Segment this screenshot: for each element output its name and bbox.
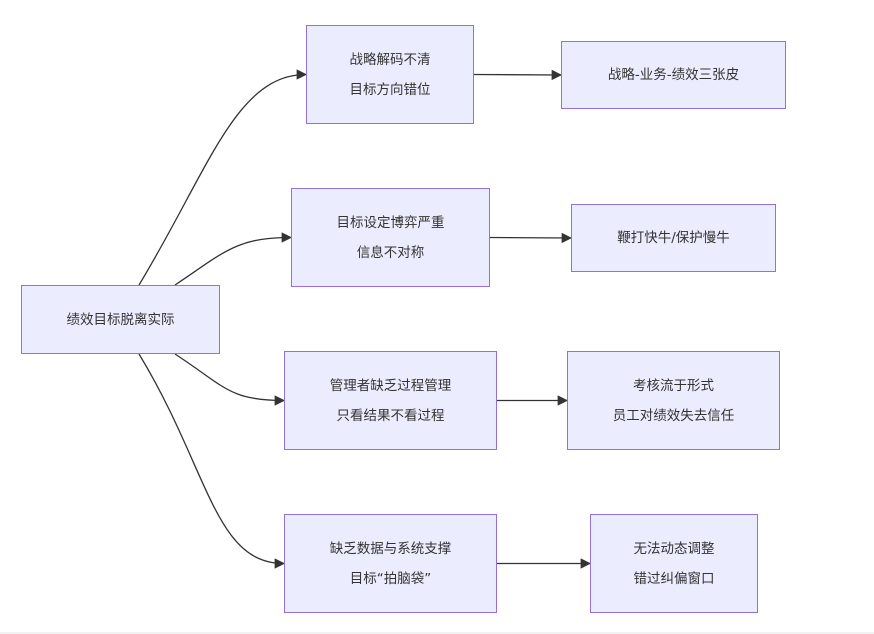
node-label-line: 战略-业务-绩效三张皮 — [607, 67, 740, 83]
node-label-line: 目标设定博弈严重 — [336, 214, 445, 231]
effect-node-e4: 无法动态调整错过纠偏窗口 — [590, 514, 758, 613]
effect-node-e2: 鞭打快牛/保护慢牛 — [571, 204, 776, 272]
node-label-line: 员工对绩效失去信任 — [612, 407, 735, 424]
node-label-line: 目标“拍脑袋” — [349, 570, 432, 587]
edges-layer — [138, 69, 592, 569]
node-label-line: 错过纠偏窗口 — [633, 570, 715, 587]
effect-node-e3: 考核流于形式员工对绩效失去信任 — [567, 351, 780, 450]
cause-node-c3: 管理者缺乏过程管理只看结果不看过程 — [284, 351, 497, 450]
edge-root-to-c4 — [138, 353, 286, 569]
node-label-line: 绩效目标脱离实际 — [66, 311, 175, 328]
node-label-line: 管理者缺乏过程管理 — [329, 377, 452, 394]
effect-node-e1: 战略-业务-绩效三张皮 — [561, 41, 786, 109]
cause-node-c2: 目标设定博弈严重信息不对称 — [291, 188, 490, 287]
node-label-line: 鞭打快牛/保护慢牛 — [617, 230, 730, 246]
node-label-line: 考核流于形式 — [633, 377, 714, 394]
edge-c1-to-e1 — [473, 69, 563, 81]
edge-root-to-c2 — [174, 232, 293, 286]
edge-root-to-c3 — [174, 353, 286, 406]
node-label-line: 目标方向错位 — [349, 81, 431, 98]
node-label-line: 战略解码不清 — [349, 51, 431, 68]
cause-node-c1: 战略解码不清目标方向错位 — [306, 25, 474, 124]
node-label-line: 缺乏数据与系统支撑 — [329, 540, 452, 557]
root-node: 绩效目标脱离实际 — [21, 285, 220, 354]
edge-c2-to-e2 — [489, 232, 573, 244]
node-label-line: 信息不对称 — [356, 244, 425, 261]
cause-node-c4: 缺乏数据与系统支撑目标“拍脑袋” — [284, 514, 497, 613]
node-label-line: 无法动态调整 — [633, 540, 715, 557]
node-label-line: 只看结果不看过程 — [336, 407, 445, 424]
edge-root-to-c1 — [138, 69, 308, 286]
bottom-divider — [0, 632, 874, 634]
